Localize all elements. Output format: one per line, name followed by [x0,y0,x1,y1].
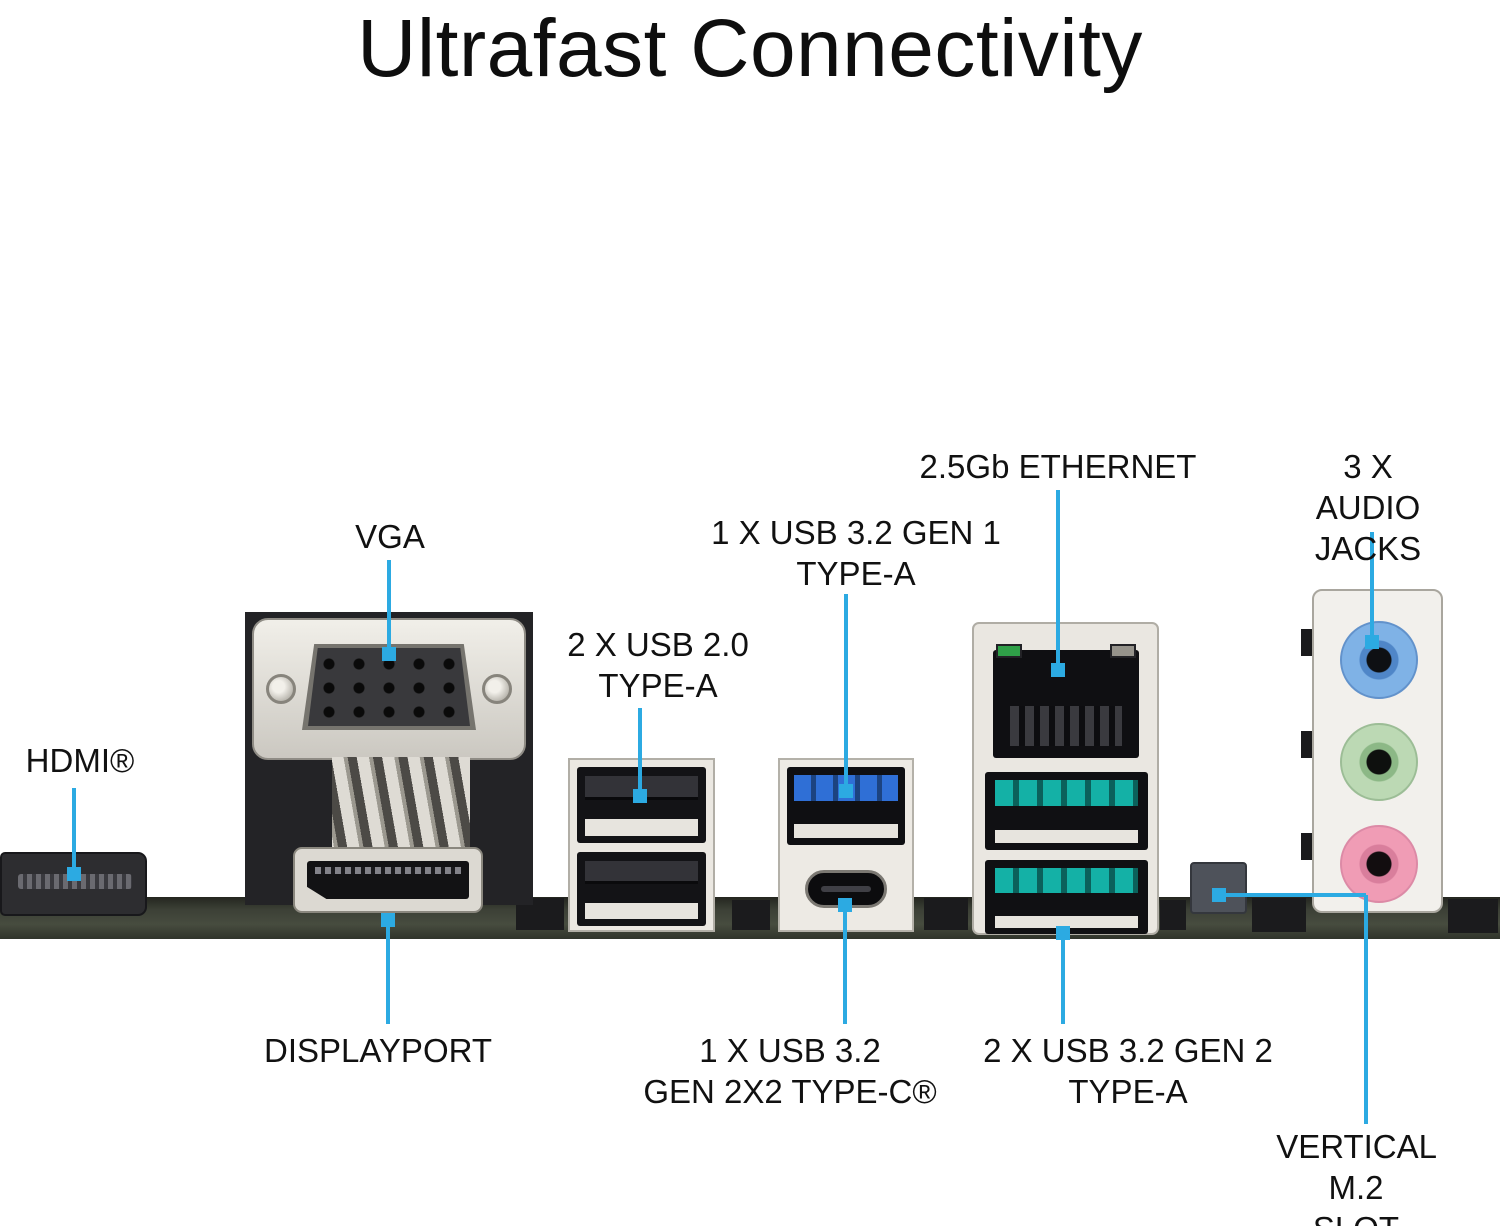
usb3-housing-strip [995,830,1138,843]
usb3-gen2-port-top [985,772,1148,850]
m2-leader-endpoint [1212,888,1226,902]
typec-label: 1 X USB 3.2 GEN 2X2 TYPE-C® [643,1032,937,1110]
ethernet-port [993,650,1139,758]
usb2-leader-endpoint [633,789,647,803]
ethernet-label: 2.5Gb ETHERNET [919,448,1197,485]
vga-label: VGA [355,518,425,555]
vga-screw-left [266,674,296,704]
hdmi-leader-line [72,788,76,870]
displayport-pins [315,867,461,874]
bracket-tab [1301,833,1315,860]
hdmi-leader-endpoint [67,867,81,881]
bracket-tab [1301,731,1315,758]
hdmi-slot [18,874,132,889]
vga-port [252,618,526,760]
line-in-jack-blue [1340,621,1418,699]
audio-leader-endpoint [1365,635,1379,649]
usb2-housing-strip [585,819,698,836]
hdmi-port [0,852,147,916]
usb3-gen2-tongue [995,780,1138,806]
typec-leader-endpoint [838,898,852,912]
ethernet-led-left [996,644,1022,658]
usb2-housing-strip [585,903,698,919]
usb3-housing-strip [794,824,898,838]
usb3-housing-strip [995,916,1138,928]
ethernet-pins [1010,706,1122,746]
page-title: Ultrafast Connectivity [357,3,1143,94]
usb32-gen2-leader-endpoint [1056,926,1070,940]
board-component [1252,898,1306,932]
board-component [924,898,968,930]
usb32-gen1-leader-line [844,594,848,786]
usb2-port-bottom [577,852,706,926]
usb32-gen2-leader-line [1061,936,1065,1024]
vga-screw-right [482,674,512,704]
mic-jack-pink [1340,825,1418,903]
m2-leader-line-horizontal [1226,893,1366,897]
usb3-gen2-tongue [995,868,1138,893]
usb2-label: 2 X USB 2.0 TYPE-A [567,626,749,704]
ethernet-leader-endpoint [1051,663,1065,677]
bracket-tab [1301,629,1315,656]
audio-leader-line [1370,532,1374,636]
typec-leader-line [843,908,847,1024]
usb32-gen1-label: 1 X USB 3.2 GEN 1 TYPE-A [711,514,1001,592]
ethernet-usb-block [972,622,1159,935]
board-component [1448,899,1498,933]
displayport-port [293,847,483,913]
m2-label: VERTICAL M.2 SLOT (KEY E) [1276,1128,1437,1226]
displayport-slot [307,861,469,899]
audio-jack-panel [1312,589,1443,913]
displayport-leader-endpoint [381,913,395,927]
m2-leader-line [1364,895,1368,1124]
usb32-gen1-leader-endpoint [839,784,853,798]
hdmi-label: HDMI® [25,742,135,779]
usb3-gen2-port-bottom [985,860,1148,934]
ethernet-leader-line [1056,490,1060,666]
vga-dsub [308,648,470,726]
audio-label: 3 X AUDIO JACKS [1314,448,1422,567]
ethernet-led-right [1110,644,1136,658]
usb32-gen2-label: 2 X USB 3.2 GEN 2 TYPE-A [983,1032,1273,1110]
usb-c-tongue [821,886,871,892]
line-out-jack-green [1340,723,1418,801]
usb2-tongue [585,861,698,884]
usb2-leader-line [638,708,642,792]
board-component [1160,900,1186,930]
vga-leader-endpoint [382,647,396,661]
displayport-leader-line [386,924,390,1024]
board-component [732,900,770,930]
displayport-label: DISPLAYPORT [263,1032,493,1069]
vga-leader-line [387,560,391,650]
